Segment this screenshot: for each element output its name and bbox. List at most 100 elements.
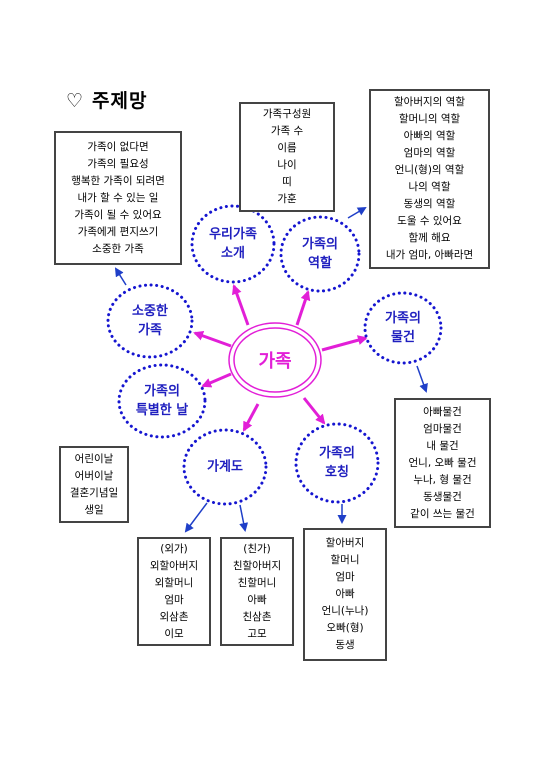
- box-line: 언니(누나): [321, 605, 369, 617]
- box-line: 가족구성원: [262, 108, 312, 120]
- box-line: 가족이 없다면: [87, 140, 149, 153]
- box-line: 친삼촌: [242, 610, 272, 623]
- box-line: 소중한 가족: [92, 242, 144, 255]
- arrow-precious-to-box: [114, 267, 127, 286]
- box-line: 동생의 역할: [403, 198, 456, 210]
- box-line: 내가 엄마, 아빠라면: [385, 249, 474, 261]
- arrow-tree-to-maternal: [184, 502, 208, 533]
- box-line: 고모: [247, 627, 267, 640]
- box-roles: 할아버지의 역할 할머니의 역할 아빠의 역할 엄마의 역할 언니(형)의 역할…: [369, 89, 490, 269]
- box-line: 내 물건: [426, 439, 459, 452]
- box-line: 친할아버지: [232, 559, 282, 572]
- box-our-family: 가족구성원 가족 수 이름 나이 띠 가훈: [239, 102, 335, 212]
- box-line: 나의 역할: [408, 181, 451, 193]
- box-line: 언니, 오빠 물건: [408, 456, 477, 469]
- box-line: 누나, 형 물건: [413, 473, 472, 486]
- box-line: (외가): [160, 542, 188, 555]
- box-line: 어린이날: [74, 452, 114, 465]
- node-label-roles: 가족의 역할: [302, 235, 338, 273]
- box-line: (친가): [243, 542, 271, 555]
- node-ellipse-precious: [106, 283, 194, 359]
- arrow-center-to-roles: [295, 290, 311, 326]
- node-line: 가족의: [319, 446, 355, 461]
- node-line: 역할: [308, 256, 332, 271]
- node-line: 가계도: [207, 459, 243, 475]
- box-line: 어버이날: [74, 469, 114, 482]
- box-line: 가족 수: [270, 125, 304, 137]
- node-line: 가족: [138, 323, 162, 338]
- node-ellipse-family-tree: [182, 428, 268, 506]
- box-line: 내가 할 수 있는 일: [77, 191, 159, 204]
- box-line: 띠: [282, 176, 292, 188]
- box-line: 가족이 될 수 있어요: [74, 208, 162, 221]
- node-line: 가족의: [144, 384, 180, 399]
- arrow-center-to-family-tree: [242, 403, 260, 432]
- box-line: 같이 쓰는 물건: [410, 507, 475, 520]
- node-line: 특별한 날: [135, 403, 189, 418]
- node-label-our-family: 우리가족 소개: [209, 225, 257, 263]
- box-line: 외할머니: [154, 576, 194, 589]
- box-line: 생일: [84, 503, 104, 516]
- box-special-day: 어린이날 어버이날 결혼기념일 생일: [59, 446, 129, 523]
- box-line: 동생: [335, 639, 355, 651]
- node-label-items: 가족의 물건: [385, 309, 421, 347]
- node-ellipse-address: [294, 422, 380, 504]
- box-line: 엄마: [164, 593, 184, 606]
- node-line: 가족의: [385, 311, 421, 326]
- box-line: 동생물건: [423, 490, 462, 503]
- arrow-roles-to-box: [347, 206, 367, 219]
- box-line: 외삼촌: [159, 610, 189, 623]
- box-items: 아빠물건 엄마물건 내 물건 언니, 오빠 물건 누나, 형 물건 동생물건 같…: [394, 398, 491, 528]
- node-ellipse-roles: [279, 215, 361, 293]
- center-ellipse-outer: [228, 322, 322, 398]
- page-title-text: 주제망: [92, 90, 148, 112]
- box-line: 친할머니: [237, 576, 277, 589]
- arrow-center-to-address: [302, 397, 326, 425]
- box-line: 할아버지: [325, 537, 365, 549]
- arrow-center-to-our-family: [231, 284, 250, 326]
- node-label-special-day: 가족의 특별한 날: [136, 382, 188, 420]
- box-line: 아빠물건: [423, 405, 462, 418]
- box-line: 아빠: [335, 588, 355, 600]
- box-line: 이름: [277, 142, 297, 154]
- center-label: 가족: [258, 351, 292, 372]
- arrow-center-to-special-day: [201, 372, 232, 388]
- box-line: 엄마물건: [423, 422, 462, 435]
- heart-outline-icon: ♡: [66, 90, 85, 112]
- box-maternal: (외가) 외할아버지 외할머니 엄마 외삼촌 이모: [137, 537, 211, 646]
- node-label-family-tree: 가계도: [207, 458, 243, 477]
- box-address: 할아버지 할머니 엄마 아빠 언니(누나) 오빠(형) 동생: [303, 528, 387, 661]
- node-label-precious: 소중한 가족: [132, 302, 168, 340]
- arrow-center-to-items: [321, 335, 368, 352]
- box-line: 가족에게 편지쓰기: [77, 225, 159, 238]
- arrow-center-to-precious: [193, 331, 232, 348]
- box-line: 가훈: [277, 193, 297, 205]
- box-line: 나이: [277, 159, 297, 171]
- box-line: 함께 해요: [408, 232, 451, 244]
- node-line: 소개: [221, 246, 245, 261]
- box-line: 가족의 필요성: [87, 157, 149, 170]
- box-line: 아빠의 역할: [403, 130, 456, 142]
- node-ellipse-items: [363, 291, 443, 365]
- box-line: 이모: [164, 627, 184, 640]
- node-line: 물건: [391, 330, 415, 345]
- page-title: ♡ 주제망: [66, 86, 148, 113]
- box-precious: 가족이 없다면 가족의 필요성 행복한 가족이 되려면 내가 할 수 있는 일 …: [54, 131, 182, 265]
- node-ellipse-our-family: [190, 204, 276, 284]
- center-ellipse-inner: [233, 327, 317, 393]
- node-label-address: 가족의 호칭: [319, 444, 355, 482]
- box-line: 할머니의 역할: [398, 113, 461, 125]
- box-line: 엄마: [335, 571, 355, 583]
- node-line: 우리가족: [209, 227, 257, 242]
- box-line: 행복한 가족이 되려면: [71, 174, 165, 187]
- node-ellipse-special-day: [117, 363, 207, 439]
- arrow-items-to-box: [416, 365, 428, 393]
- box-line: 언니(형)의 역할: [394, 164, 465, 176]
- node-line: 호칭: [325, 465, 349, 480]
- box-line: 외할아버지: [149, 559, 199, 572]
- box-paternal: (친가) 친할아버지 친할머니 아빠 친삼촌 고모: [220, 537, 294, 646]
- box-line: 아빠: [247, 593, 267, 606]
- box-line: 결혼기념일: [69, 486, 119, 499]
